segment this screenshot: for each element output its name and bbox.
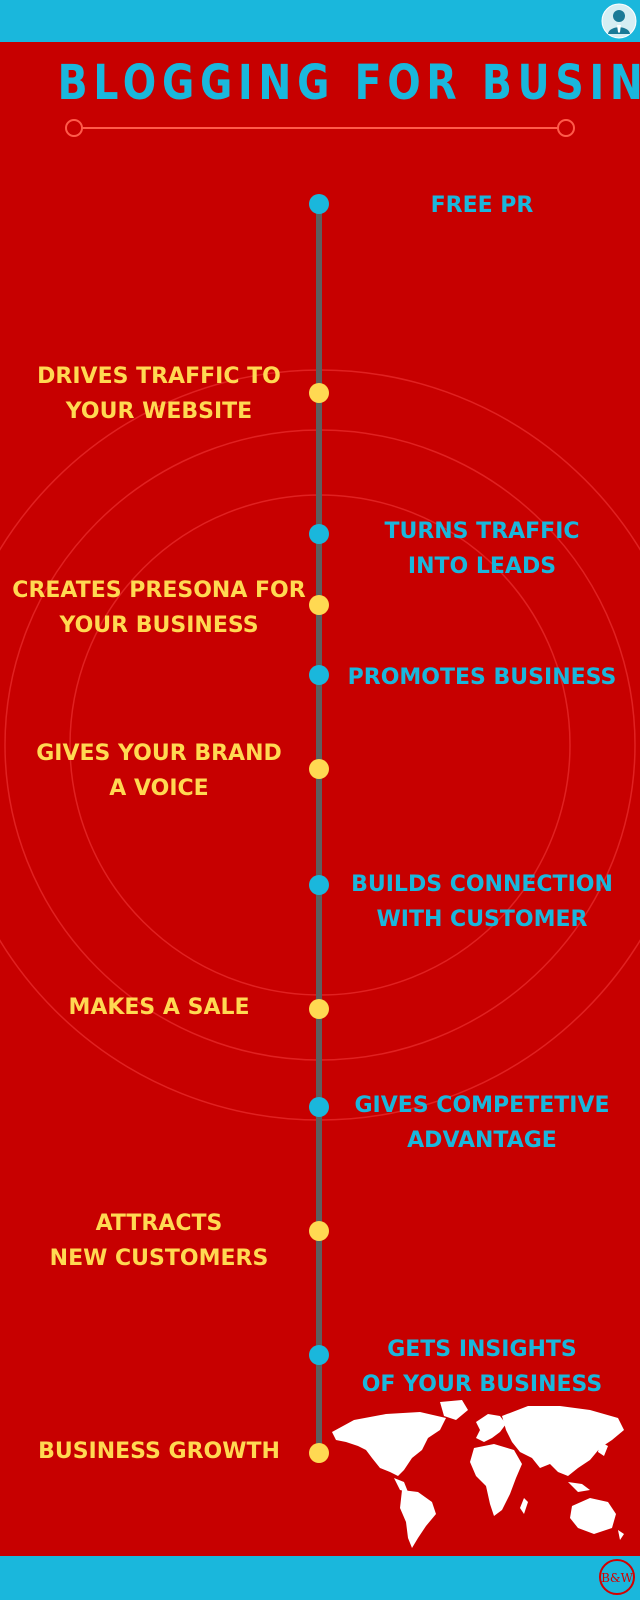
timeline-dot [309, 194, 329, 214]
timeline-label-gets-insights: GETS INSIGHTS OF YOUR BUSINESS [361, 1337, 603, 1397]
timeline-label-builds-connection: BUILDS CONNECTION WITH CUSTOMER [351, 872, 613, 932]
timeline-label-competitive-advantage: GIVES COMPETETIVE ADVANTAGE [354, 1093, 610, 1153]
logo-text: B&W [601, 1571, 634, 1585]
timeline-spine [316, 202, 322, 1452]
timeline-label-creates-persona: CREATES PRESONA FOR YOUR BUSINESS [12, 578, 306, 638]
timeline-dot [309, 875, 329, 895]
world-map-icon [332, 1400, 624, 1548]
timeline-dot [309, 665, 329, 685]
timeline-dot [309, 1345, 329, 1365]
timeline-label-turns-traffic: TURNS TRAFFIC INTO LEADS [384, 519, 580, 579]
timeline-label-promotes-business: PROMOTES BUSINESS [347, 665, 617, 690]
timeline-dot [309, 524, 329, 544]
person-avatar-icon [601, 3, 637, 39]
timeline-label-brand-voice: GIVES YOUR BRAND A VOICE [36, 741, 282, 801]
bottom-bar [0, 1556, 640, 1600]
timeline-label-attracts-customers: ATTRACTS NEW CUSTOMERS [49, 1211, 269, 1271]
timeline-dot [309, 1221, 329, 1241]
timeline-dot [309, 759, 329, 779]
timeline-dot [309, 1443, 329, 1463]
timeline-dot [309, 1097, 329, 1117]
title-divider [65, 119, 575, 137]
timeline-label-free-pr: FREE PR [430, 193, 534, 218]
timeline-dot [309, 595, 329, 615]
bw-logo-icon: B&W [599, 1559, 635, 1595]
top-bar [0, 0, 640, 42]
timeline-label-drives-traffic: DRIVES TRAFFIC TO YOUR WEBSITE [37, 364, 281, 424]
page-title: BLOGGING FOR BUSINESS [57, 55, 640, 111]
timeline-dot [309, 383, 329, 403]
timeline-label-business-growth: BUSINESS GROWTH [38, 1439, 280, 1464]
timeline-label-makes-sale: MAKES A SALE [68, 995, 250, 1020]
timeline-dot [309, 999, 329, 1019]
